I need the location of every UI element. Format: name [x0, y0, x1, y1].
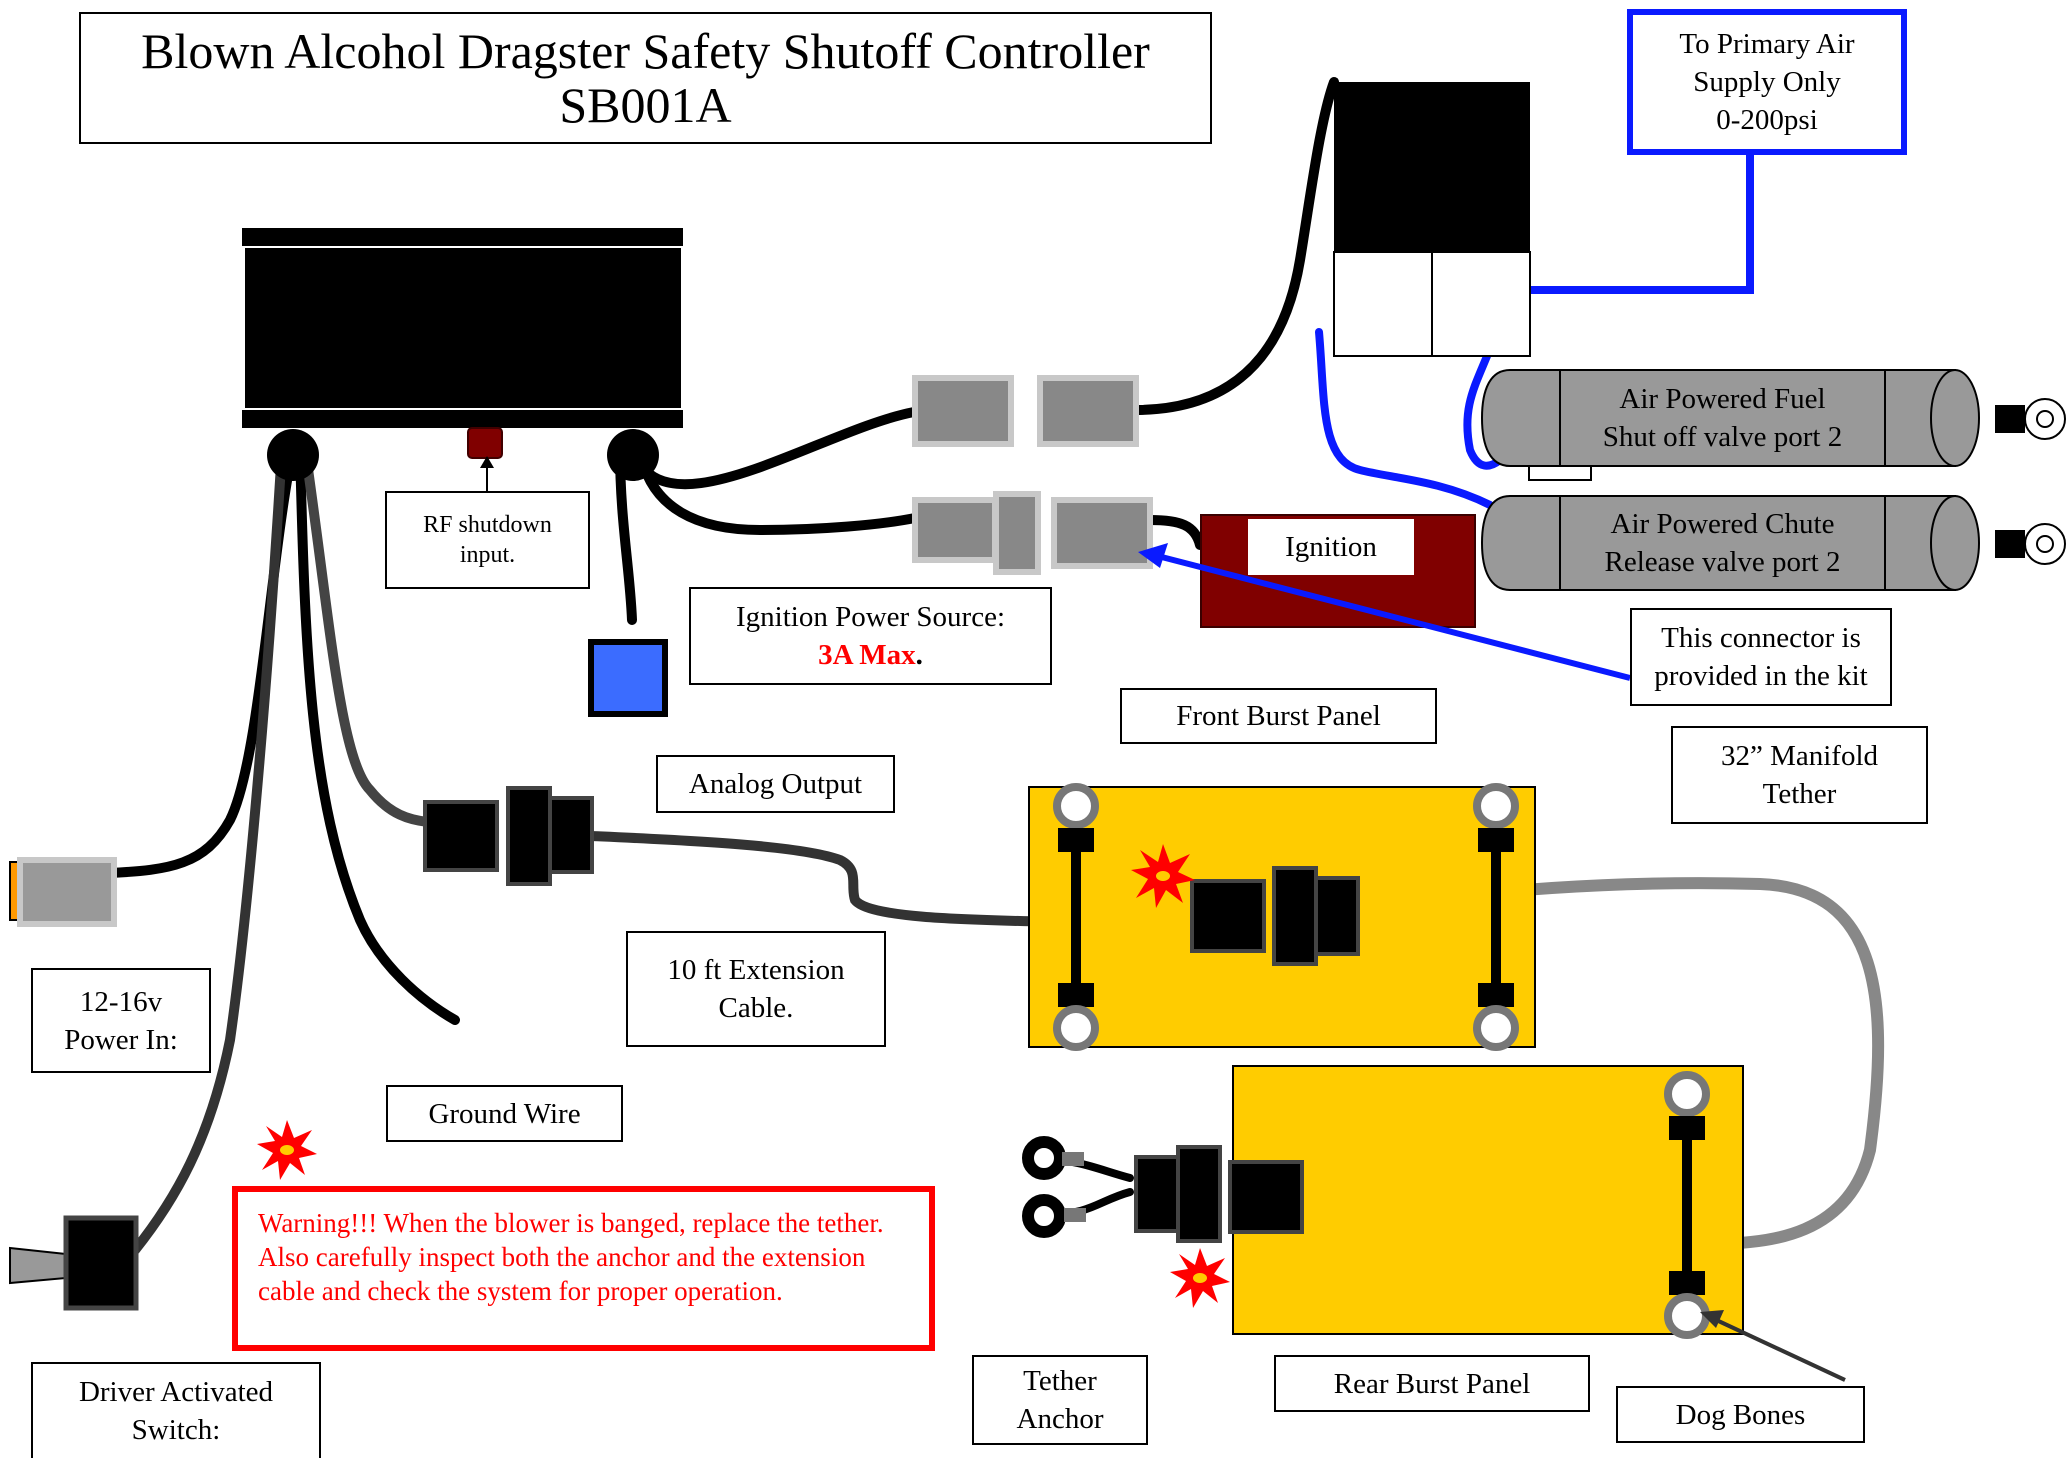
driver-switch[interactable] [9, 1215, 139, 1311]
ignition-power-text: Ignition Power Source: [735, 601, 1005, 633]
primary-air-line [1526, 141, 1754, 294]
power-in-plug [9, 857, 117, 927]
kit-connector-pointer [1149, 551, 1631, 681]
power-in-label: 12-16v Power In: [31, 968, 211, 1073]
extension-cable [587, 831, 1205, 927]
ignition-out-wire [1145, 515, 1205, 550]
tether-anchor-label: Tether Anchor [972, 1355, 1148, 1445]
air-line-fuel [1463, 326, 1504, 470]
driver-switch-wire [130, 443, 287, 1255]
rear-burst-panel-label: Rear Burst Panel [1274, 1355, 1590, 1412]
rear-panel-connector [1134, 1145, 1304, 1243]
rf-shutdown-label: RF shutdown input. [385, 491, 590, 589]
analog-output-label: Analog Output [656, 755, 895, 813]
valve-box [1333, 82, 1531, 357]
connector-kit-label: This connector is provided in the kit [1630, 608, 1892, 706]
spark-icon [257, 1120, 317, 1180]
air-line-chute [1315, 328, 1494, 509]
driver-switch-label: Driver Activated Switch: [31, 1362, 321, 1458]
manifold-tether-label: 32” Manifold Tether [1671, 726, 1928, 824]
ignition-power-dot: . [915, 639, 923, 671]
ground-wire-label: Ground Wire [386, 1085, 623, 1142]
tether-anchor-rings [1022, 1136, 1086, 1238]
spark-icon [1170, 1248, 1230, 1308]
title-line-2: SB001A [559, 77, 732, 133]
ignition-power-label: Ignition Power Source: 3A Max. [689, 587, 1052, 685]
rear-burst-panel [1232, 1065, 1744, 1339]
ignition-power-max: 3A Max [818, 639, 916, 671]
ignition-connector [912, 491, 1153, 575]
valve-connector [912, 375, 1139, 447]
chute-valve-cylinder [1480, 495, 2066, 591]
valve-box-wire-2 [1130, 77, 1339, 415]
ignition-label: Ignition [1248, 519, 1414, 575]
warning-box: Warning!!! When the blower is banged, re… [232, 1186, 935, 1351]
fuel-valve-label: Air Powered Fuel Shut off valve port 2 [1602, 383, 1843, 453]
front-burst-panel-label: Front Burst Panel [1120, 688, 1437, 744]
dog-bones-pointer [1711, 1316, 1846, 1382]
rf-input-knob [467, 427, 503, 459]
primary-air-label: To Primary Air Supply Only 0-200psi [1627, 9, 1907, 155]
title-line-1: Blown Alcohol Dragster Safety Shutoff Co… [141, 23, 1150, 79]
ground-wire [295, 443, 460, 1025]
analog-output-wire [300, 443, 433, 827]
analog-output-connector [423, 786, 594, 886]
rf-blue-button[interactable] [588, 639, 668, 717]
front-panel-connector [1190, 866, 1360, 966]
fuel-valve-cylinder [1480, 369, 2066, 481]
diagram-title: Blown Alcohol Dragster Safety Shutoff Co… [79, 12, 1212, 144]
left-cable-gland [267, 429, 319, 481]
spark-icon [1131, 844, 1195, 908]
chute-valve-label: Air Powered Chute Release valve port 2 [1604, 508, 1841, 578]
ignition-power-wire [635, 445, 920, 536]
controller-box [242, 228, 683, 481]
dog-bones-label: Dog Bones [1616, 1386, 1865, 1443]
right-cable-gland [607, 429, 659, 481]
extension-cable-label: 10 ft Extension Cable. [626, 931, 886, 1047]
